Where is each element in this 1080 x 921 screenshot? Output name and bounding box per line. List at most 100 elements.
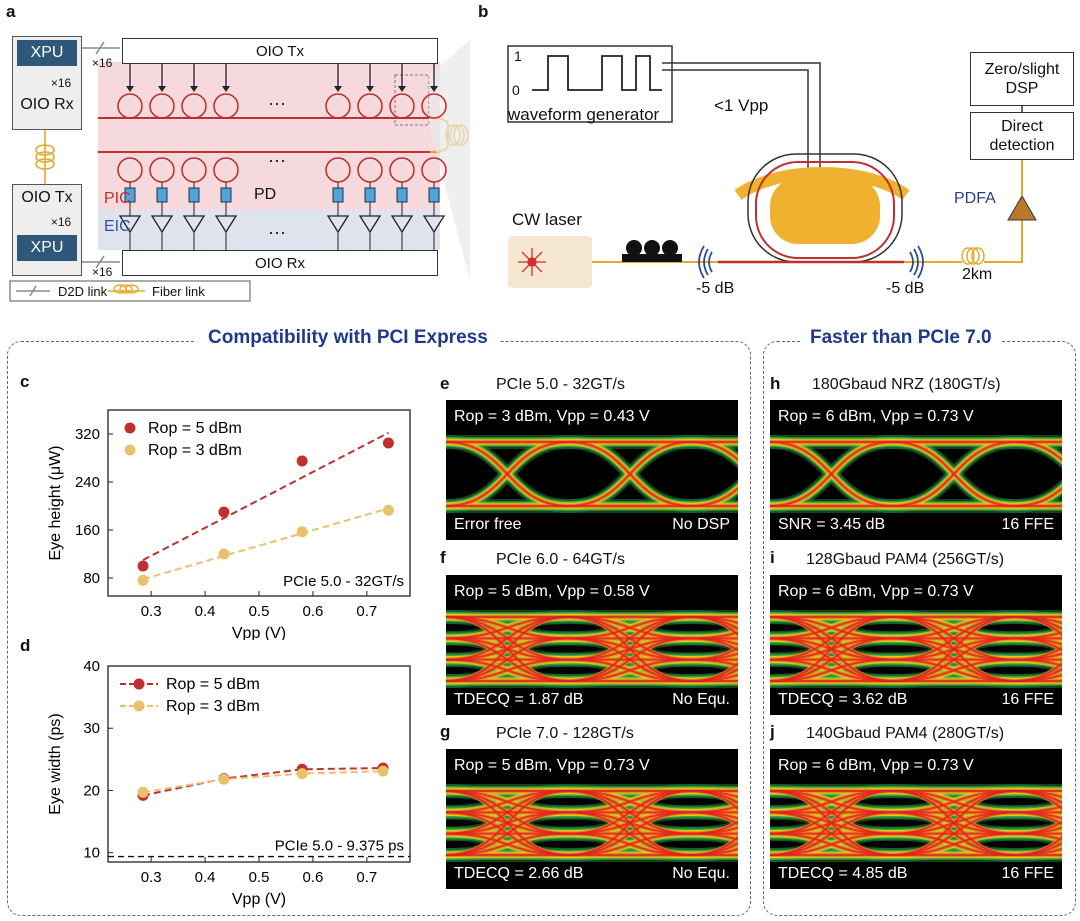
photodiode-icon bbox=[332, 187, 344, 203]
eye-diagram-g: Rop = 5 dBm, Vpp = 0.73 V TDECQ = 2.66 d… bbox=[446, 749, 738, 889]
electrode-arc bbox=[734, 167, 910, 200]
legend-marker bbox=[133, 700, 145, 712]
eye-j-equalization: 16 FFE bbox=[1001, 865, 1054, 882]
eye-i-conditions: Rop = 6 dBm, Vpp = 0.73 V bbox=[778, 583, 974, 600]
cw-laser-label: CW laser bbox=[512, 210, 582, 229]
panel-a-diagram bbox=[9, 40, 470, 302]
ellipsis-1: ··· bbox=[268, 93, 286, 113]
pd-label: PD bbox=[254, 186, 277, 203]
modulator-ring bbox=[357, 93, 383, 119]
eic-region bbox=[98, 210, 440, 250]
legend-label: Rop = 3 dBm bbox=[166, 698, 260, 715]
eye-j-plot bbox=[770, 784, 1062, 862]
eye-h-equalization: 16 FFE bbox=[1001, 516, 1054, 533]
x16-mid: ×16 bbox=[50, 215, 72, 229]
x-tick-label: 0.6 bbox=[302, 869, 323, 886]
legend-marker bbox=[133, 678, 145, 690]
data-point bbox=[382, 437, 394, 449]
dsp-box-label: Zero/slight DSP bbox=[984, 61, 1060, 97]
xpu-bottom: XPU bbox=[17, 235, 77, 261]
eye-trace bbox=[1015, 486, 1062, 507]
pic-label: PIC bbox=[104, 190, 131, 207]
tia-amplifier-icon bbox=[390, 215, 414, 234]
series-line bbox=[142, 770, 384, 794]
eye-j-conditions: Rop = 6 dBm, Vpp = 0.73 V bbox=[778, 757, 974, 774]
data-point bbox=[296, 526, 308, 538]
dsp-box: Zero/slight DSP bbox=[970, 52, 1074, 106]
photodiode-icon bbox=[428, 187, 440, 203]
fiber-coil-left-icon bbox=[35, 130, 55, 184]
panel-d-label: d bbox=[20, 636, 31, 655]
legend-label: Rop = 3 dBm bbox=[148, 442, 242, 459]
tia-amplifier-icon bbox=[214, 215, 238, 234]
photodiode-icon bbox=[364, 187, 376, 203]
eye-trace bbox=[691, 616, 738, 637]
legend-d2d-label: D2D link bbox=[58, 284, 108, 299]
eic-label: EIC bbox=[104, 218, 131, 235]
ellipsis-2: ··· bbox=[268, 150, 286, 170]
eye-f-plot bbox=[446, 610, 738, 688]
plot-frame bbox=[107, 665, 411, 863]
arrow-head-icon bbox=[222, 86, 230, 92]
fit-line bbox=[142, 507, 389, 581]
data-point bbox=[218, 773, 230, 785]
eye-e-conditions: Rop = 3 dBm, Vpp = 0.43 V bbox=[454, 408, 650, 425]
eye-i-equalization: 16 FFE bbox=[1001, 691, 1054, 708]
y-tick-label: 240 bbox=[75, 474, 100, 491]
legend-fiber-label: Fiber link bbox=[152, 284, 205, 299]
plot-frame bbox=[107, 409, 411, 597]
eye-g-metric: TDECQ = 2.66 dB bbox=[454, 865, 584, 882]
eye-g-conditions: Rop = 5 dBm, Vpp = 0.73 V bbox=[454, 757, 650, 774]
fiber-spool-icon bbox=[961, 247, 985, 265]
x-tick-label: 0.6 bbox=[302, 603, 323, 620]
panel-h-label: h bbox=[770, 374, 781, 393]
eye-i-metric: TDECQ = 3.62 dB bbox=[778, 691, 908, 708]
arrow-head-icon bbox=[366, 86, 374, 92]
eye-trace bbox=[691, 486, 738, 507]
data-point bbox=[218, 506, 230, 518]
tia-amplifier-icon bbox=[182, 215, 206, 234]
eye-f-conditions: Rop = 5 dBm, Vpp = 0.58 V bbox=[454, 583, 650, 600]
x-tick-label: 0.3 bbox=[141, 869, 162, 886]
ellipsis-3: ··· bbox=[268, 222, 286, 242]
x16-link-top: ×16 bbox=[92, 56, 113, 70]
eye-j-title: 140Gbaud PAM4 (280GT/s) bbox=[806, 725, 1005, 742]
eye-trace bbox=[892, 441, 1016, 507]
series-line bbox=[142, 767, 384, 797]
tia-amplifier-icon bbox=[422, 215, 446, 234]
arrow-head-icon bbox=[126, 86, 134, 92]
eye-j-metric: TDECQ = 4.85 dB bbox=[778, 865, 908, 882]
eye-diagram-e: Rop = 3 dBm, Vpp = 0.43 V Error free No … bbox=[446, 400, 738, 540]
x16-link-bottom: ×16 bbox=[92, 265, 113, 279]
pdfa-amplifier-icon bbox=[1007, 195, 1037, 221]
grating-coupler-right-icon bbox=[909, 245, 924, 279]
modulator-ring bbox=[181, 93, 207, 119]
eye-e-title: PCIe 5.0 - 32GT/s bbox=[496, 376, 625, 393]
legend-label: Rop = 5 dBm bbox=[148, 420, 242, 437]
y-tick-label: 320 bbox=[75, 426, 100, 443]
x-tick-label: 0.5 bbox=[249, 869, 270, 886]
eye-h-title: 180Gbaud NRZ (180GT/s) bbox=[812, 376, 1001, 393]
eye-e-plot bbox=[446, 435, 738, 513]
eye-trace bbox=[1015, 616, 1062, 637]
eye-h-conditions: Rop = 6 dBm, Vpp = 0.73 V bbox=[778, 408, 974, 425]
data-point bbox=[137, 574, 149, 586]
y-tick-label: 80 bbox=[83, 570, 100, 587]
waveform-generator-label: waveform generator bbox=[508, 105, 660, 124]
eye-i-title: 128Gbaud PAM4 (256GT/s) bbox=[806, 551, 1005, 568]
x-axis-label: Vpp (V) bbox=[232, 891, 286, 908]
eye-trace bbox=[691, 811, 738, 826]
y-tick-label: 160 bbox=[75, 522, 100, 539]
eye-trace bbox=[446, 441, 569, 507]
panel-g-label: g bbox=[440, 722, 451, 741]
eye-trace bbox=[691, 658, 738, 667]
panel-a-label: a bbox=[6, 2, 16, 21]
legend-marker bbox=[124, 444, 136, 456]
oio-tx-bottom: OIO Tx bbox=[21, 189, 73, 206]
eye-diagram-f: Rop = 5 dBm, Vpp = 0.58 V TDECQ = 1.87 d… bbox=[446, 575, 738, 715]
legend-marker bbox=[124, 422, 136, 434]
ring-resonator bbox=[755, 161, 895, 259]
eye-trace bbox=[691, 790, 738, 811]
section-right-title: Faster than PCIe 7.0 bbox=[800, 327, 1002, 349]
